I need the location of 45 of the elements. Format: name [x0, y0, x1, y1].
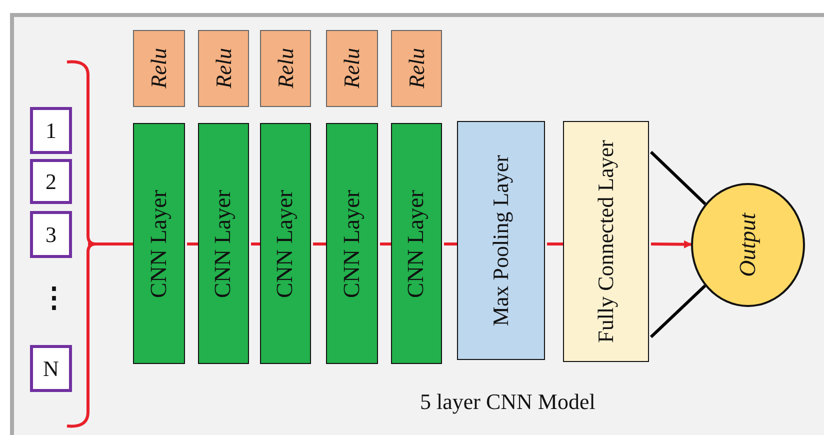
input-box [30, 211, 72, 258]
connector-line [88, 242, 133, 246]
activation-label: Relu [340, 48, 364, 89]
activation-label: Relu [404, 48, 428, 89]
connector-line [547, 242, 563, 246]
connector-line [187, 242, 198, 246]
input-label: 3 [46, 222, 56, 246]
layer-label: Fully Connected Layer [594, 140, 618, 343]
activation-box [198, 30, 249, 107]
layer-box [391, 123, 442, 364]
connector-line [444, 242, 457, 246]
layer-label: CNN Layer [340, 190, 364, 298]
connector-line [650, 284, 706, 338]
connector-line [251, 242, 260, 246]
layer-label: CNN Layer [211, 190, 236, 298]
input-box [30, 107, 72, 154]
connector-line [380, 242, 391, 246]
layer-box [133, 123, 185, 364]
activation-box [260, 30, 311, 107]
activation-box [133, 30, 185, 107]
model-caption: 5 layer CNN Model [420, 389, 596, 415]
connector-line [650, 150, 706, 206]
layer-box [260, 123, 311, 364]
layer-box [563, 121, 649, 362]
input-label: N [43, 356, 59, 380]
layer-label: CNN Layer [146, 190, 172, 298]
arrow [650, 240, 692, 248]
connector-line [313, 242, 326, 246]
layer-label: CNN Layer [404, 190, 429, 298]
activation-label: Relu [147, 48, 171, 89]
activation-label: Relu [212, 48, 236, 89]
input-label: 1 [46, 118, 56, 142]
input-label: 2 [46, 170, 56, 194]
layer-box [198, 123, 249, 364]
layer-box [457, 121, 545, 360]
output-label: Output [736, 213, 760, 277]
activation-label: Relu [274, 48, 298, 89]
layer-label: Max Pooling Layer [489, 154, 513, 326]
activation-box [391, 30, 442, 107]
input-box [30, 345, 72, 392]
layer-box [326, 123, 378, 364]
ellipsis: ⋮ [40, 285, 62, 313]
activation-box [326, 30, 378, 107]
layer-label: CNN Layer [273, 190, 298, 298]
input-box [30, 159, 72, 204]
